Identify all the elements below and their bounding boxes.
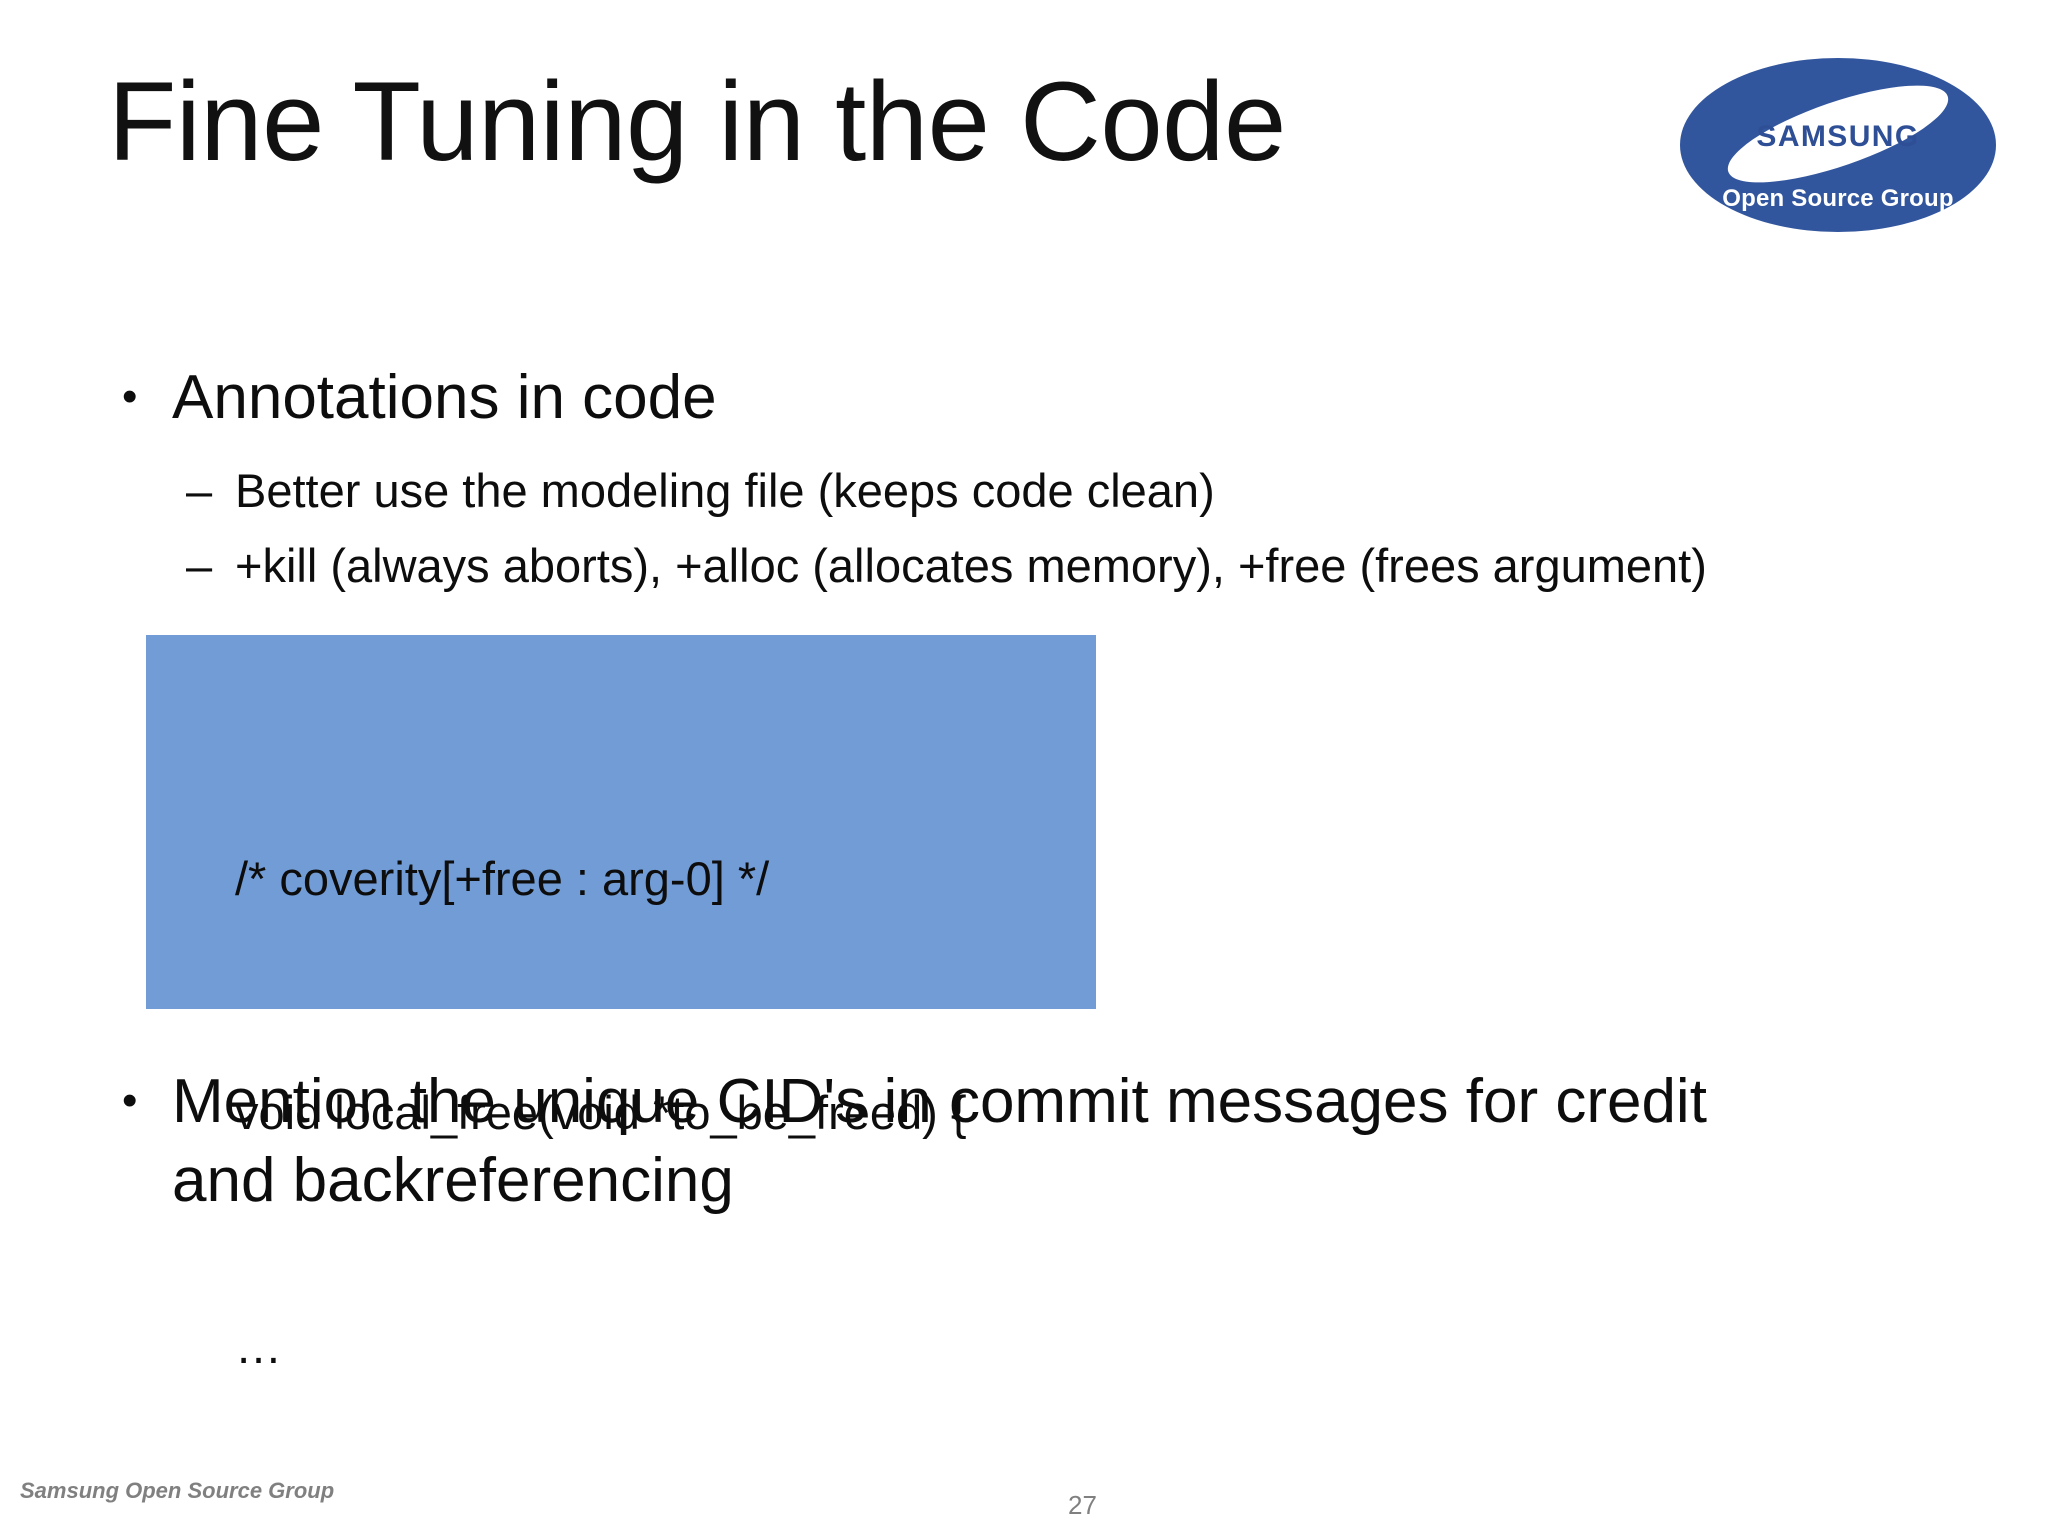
logo-tagline-text: Open Source Group [1722,185,1953,212]
code-snippet-box [146,635,1096,1009]
logo-inner-white-ellipse [1727,85,1949,183]
code-snippet-text: /* coverity[+free : arg-0] */ void local… [235,684,967,1536]
bullet-marker-icon: • [122,1076,138,1125]
bullet-mention-cids: • Mention the unique CID's in commit mes… [122,1062,1782,1221]
bullet-annotations-in-code: • Annotations in code [122,358,1722,437]
bullet-marker-icon: • [122,372,138,421]
code-line: … [235,1320,282,1373]
sub-bullet-annotation-kinds: – +kill (always aborts), +alloc (allocat… [186,535,1946,596]
dash-marker-icon: – [186,464,213,517]
bullet-text: Mention the unique CID's in commit messa… [172,1067,1707,1216]
sub-bullet-modeling-file: – Better use the modeling file (keeps co… [186,460,1886,521]
dash-marker-icon: – [186,539,213,592]
samsung-open-source-group-logo: SAMSUNG Open Source Group [1680,58,1996,232]
logo-brand-text: SAMSUNG [1756,120,1919,153]
sub-bullet-text: +kill (always aborts), +alloc (allocates… [235,539,1707,592]
footer-label: Samsung Open Source Group [20,1478,335,1503]
page-title: Fine Tuning in the Code [108,59,1286,184]
code-line: /* coverity[+free : arg-0] */ [235,852,770,905]
page-number: 27 [1068,1490,1097,1520]
code-line: void local_free(void *to_be_freed) { [235,1086,967,1139]
bullet-text: Annotations in code [172,363,717,432]
sub-bullet-text: Better use the modeling file (keeps code… [235,464,1215,517]
